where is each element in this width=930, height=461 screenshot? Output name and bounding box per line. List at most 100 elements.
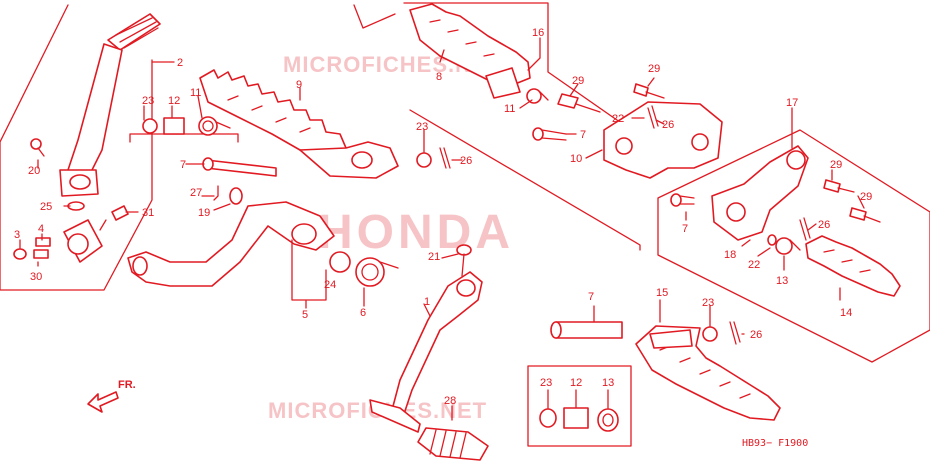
part-label-p8: 8 <box>436 71 442 83</box>
part-label-p26d: 26 <box>750 329 762 341</box>
part-label-p25: 25 <box>40 201 52 213</box>
collar-30 <box>33 249 49 259</box>
washer-22-lower <box>767 234 777 246</box>
part-label-p20: 20 <box>28 165 40 177</box>
part-label-p14: 14 <box>840 307 852 319</box>
bolt-29-bracket <box>633 83 665 99</box>
part-label-p1: 1 <box>424 296 430 308</box>
spring-11-upper <box>526 88 549 104</box>
part-label-p7a: 7 <box>180 159 186 171</box>
washer-23-kit <box>539 408 557 428</box>
part-label-p11b: 11 <box>504 103 515 115</box>
gearshift-pedal <box>369 271 483 433</box>
bushing-12-kit <box>563 407 589 429</box>
washer-23-mid <box>416 152 432 168</box>
washer-23-bottom-right <box>702 326 718 342</box>
spring-11-left <box>198 116 231 136</box>
spring-13-kit <box>597 408 619 432</box>
cotter-26-mid <box>439 147 451 169</box>
bushing-12-left <box>163 117 185 135</box>
part-label-p9: 9 <box>296 79 302 91</box>
part-label-p11a: 11 <box>190 87 201 99</box>
bottom-footpeg <box>635 325 781 421</box>
pin-7-lower <box>670 193 695 207</box>
part-label-p7d: 7 <box>588 291 594 303</box>
part-label-p29d: 29 <box>860 191 872 203</box>
diagram-code: HB93− F1900 <box>742 438 808 449</box>
part-label-p24: 24 <box>324 279 336 291</box>
cotter-26-lower <box>799 217 811 241</box>
part-label-p15: 15 <box>656 287 668 299</box>
right-lower-footpeg <box>805 235 901 297</box>
front-direction-arrow: FR. <box>87 379 136 413</box>
cotter-26-bracket <box>647 105 659 129</box>
leader-lines <box>19 37 865 421</box>
part-label-p3: 3 <box>14 229 20 241</box>
part-label-p26c: 26 <box>818 219 830 231</box>
bolt-21 <box>456 244 472 277</box>
part-label-p7c: 7 <box>682 223 688 235</box>
part-label-p23a: 23 <box>142 95 154 107</box>
washer-3 <box>13 248 27 260</box>
part-label-p10: 10 <box>570 153 582 165</box>
seal-24 <box>329 251 351 273</box>
spring-6 <box>355 257 399 287</box>
part-label-p4: 4 <box>38 223 44 235</box>
right-upper-footpeg <box>409 3 531 99</box>
part-label-p23b: 23 <box>416 121 428 133</box>
bolt-29-upper <box>557 93 601 113</box>
kick-bolt-31 <box>99 205 129 231</box>
bracket-10 <box>603 101 723 179</box>
brake-pedal <box>127 201 335 287</box>
pin-7-bottom <box>550 321 623 339</box>
bolt-29-lower-a <box>823 179 855 193</box>
kick-pinion <box>63 219 103 263</box>
part-label-p16: 16 <box>532 27 544 39</box>
part-label-p5: 5 <box>302 309 308 321</box>
part-label-p28: 28 <box>444 395 456 407</box>
part-label-p19: 19 <box>198 207 210 219</box>
washer-23-left <box>142 118 158 134</box>
cotter-26-bottom <box>729 321 741 345</box>
part-label-p18: 18 <box>724 249 736 261</box>
part-label-p22b: 22 <box>748 259 760 271</box>
part-label-p26b: 26 <box>662 119 674 131</box>
pin-7-left <box>202 157 277 177</box>
spring-13-lower <box>775 237 801 255</box>
kit-bracket <box>129 133 239 143</box>
right-upper-box <box>403 2 661 151</box>
part-label-p30: 30 <box>30 271 42 283</box>
part-label-p6: 6 <box>360 307 366 319</box>
part-label-p29b: 29 <box>648 63 660 75</box>
kit-box <box>527 365 632 447</box>
part-label-p13b: 13 <box>602 377 614 389</box>
bolt-20 <box>30 138 45 157</box>
bracket-17 <box>711 145 809 241</box>
part-label-p2: 2 <box>177 57 183 69</box>
part-label-p31: 31 <box>142 207 154 219</box>
part-label-p26a: 26 <box>460 155 472 167</box>
right-frame <box>353 4 641 251</box>
left-footpeg <box>199 69 399 179</box>
part-label-p22a: 22 <box>612 113 624 125</box>
bolt-27 <box>213 185 243 205</box>
part-label-p21: 21 <box>428 251 440 263</box>
part-label-p27: 27 <box>190 187 202 199</box>
kick-starter-arm <box>59 13 161 197</box>
front-direction-label: FR. <box>118 379 136 391</box>
right-lower-box <box>657 129 930 363</box>
watermark-center: HONDA <box>318 206 514 259</box>
part-label-p12b: 12 <box>570 377 582 389</box>
shift-rubber-28 <box>417 427 489 461</box>
bolt-29-lower-b <box>849 207 881 223</box>
pin-7-upper <box>532 127 567 141</box>
part-label-p12a: 12 <box>168 95 180 107</box>
spring-4 <box>35 237 51 247</box>
part-label-p17: 17 <box>786 97 798 109</box>
part-label-p23d: 23 <box>540 377 552 389</box>
part-label-p29c: 29 <box>830 159 842 171</box>
part-label-p29a: 29 <box>572 75 584 87</box>
part-label-p23c: 23 <box>702 297 714 309</box>
